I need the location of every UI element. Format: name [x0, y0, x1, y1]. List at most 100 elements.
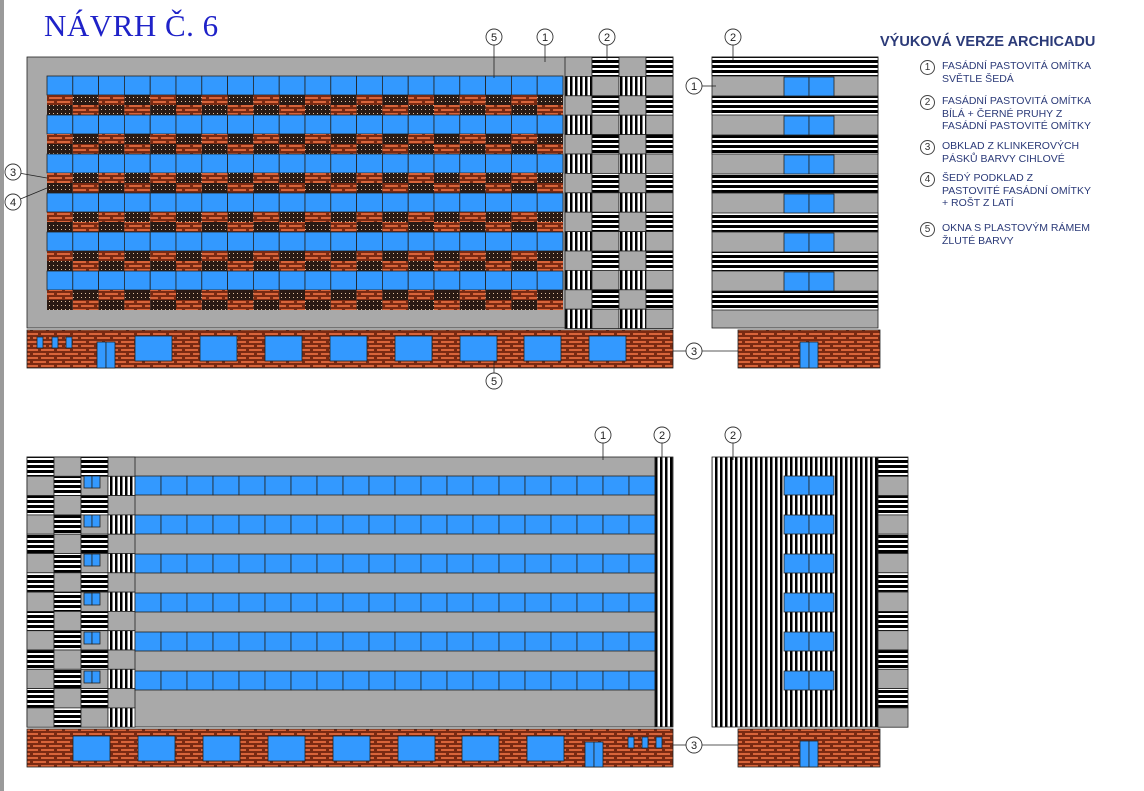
lath-grid [485, 300, 512, 310]
lath-grid [537, 300, 563, 310]
window [394, 631, 422, 652]
legend-text: SVĚTLE ŠEDÁ [942, 72, 1014, 85]
grey-plaster [564, 289, 593, 310]
window [394, 475, 422, 496]
lath-grid [227, 222, 254, 232]
grey-plaster [618, 211, 647, 232]
window [149, 192, 177, 213]
striped-plaster [80, 456, 109, 477]
grey-plaster [107, 611, 136, 632]
striped-plaster [645, 56, 674, 77]
window [72, 270, 100, 291]
lath-grid [253, 261, 280, 271]
window [407, 114, 435, 135]
window [510, 231, 538, 252]
striped-plaster [53, 630, 82, 651]
window [316, 592, 344, 613]
window [149, 114, 177, 135]
clinker-cladding [459, 95, 486, 105]
window [46, 192, 74, 213]
clinker-cladding [459, 134, 486, 144]
window [290, 475, 318, 496]
window [588, 335, 627, 362]
grey-plaster [645, 76, 674, 97]
clinker-cladding [176, 212, 202, 222]
striped-plaster [53, 591, 82, 612]
callout-circle [4, 193, 22, 211]
grey-plaster [107, 688, 136, 709]
window [149, 153, 177, 174]
lath-grid [279, 261, 305, 271]
lath-grid [124, 183, 151, 193]
striped-plaster [618, 269, 647, 291]
grey-plaster [645, 192, 674, 213]
clinker-cladding [434, 134, 460, 144]
clinker-cladding [201, 173, 228, 183]
leader-line [20, 187, 48, 200]
window [459, 192, 486, 213]
window [264, 592, 292, 613]
lath-grid [408, 300, 434, 310]
lath-grid [72, 144, 99, 154]
window [510, 153, 538, 174]
clinker-cladding [382, 212, 409, 222]
clinker-cladding [434, 173, 460, 183]
lath-grid [511, 144, 538, 154]
striped-plaster [80, 688, 109, 709]
striped-plaster [564, 231, 593, 252]
striped-plaster-band [711, 251, 879, 272]
window [278, 270, 306, 291]
window [316, 670, 344, 691]
lath-grid [176, 261, 202, 271]
clinker-cladding [253, 290, 280, 300]
window [227, 231, 254, 252]
striped-plaster [591, 250, 620, 271]
lath-grid [434, 144, 460, 154]
grey-plaster [26, 553, 55, 574]
legend-text: PASTOVITÉ FASÁDNÍ OMÍTKY [942, 184, 1091, 197]
window [576, 514, 604, 535]
lath-grid [382, 300, 409, 310]
legend-text: + ROŠT Z LATÍ [942, 197, 1014, 209]
window [808, 475, 835, 496]
window [149, 75, 177, 96]
window [278, 153, 306, 174]
window [446, 592, 474, 613]
callout-3: 3 [673, 736, 738, 754]
callout-circle [594, 426, 612, 444]
striped-plaster [564, 269, 593, 291]
window [238, 514, 266, 535]
grey-plaster [564, 95, 593, 116]
window [264, 335, 303, 362]
elevation-top-left [26, 56, 674, 369]
window [124, 114, 151, 135]
striped-plaster-band [711, 173, 879, 194]
window [550, 670, 578, 691]
window [290, 670, 318, 691]
legend-number-circle: 4 [920, 172, 935, 187]
clinker-cladding [150, 290, 176, 300]
window [808, 115, 835, 136]
window [330, 270, 357, 291]
striped-plaster-column [654, 456, 674, 728]
striped-plaster [26, 611, 55, 632]
window [808, 232, 835, 253]
lath-grid [253, 144, 280, 154]
lath-grid [227, 183, 254, 193]
side-band [877, 707, 909, 728]
clinker-cladding [279, 95, 305, 105]
window [381, 192, 409, 213]
window [576, 592, 604, 613]
clinker-cladding [382, 134, 409, 144]
lath-grid [227, 144, 254, 154]
clinker-cladding [511, 290, 538, 300]
window [808, 553, 835, 574]
window [356, 153, 383, 174]
clinker-cladding [279, 134, 305, 144]
clinker-cladding [356, 173, 383, 183]
window [498, 514, 526, 535]
lath-grid [176, 183, 202, 193]
window [267, 735, 306, 762]
striped-plaster [107, 707, 136, 728]
